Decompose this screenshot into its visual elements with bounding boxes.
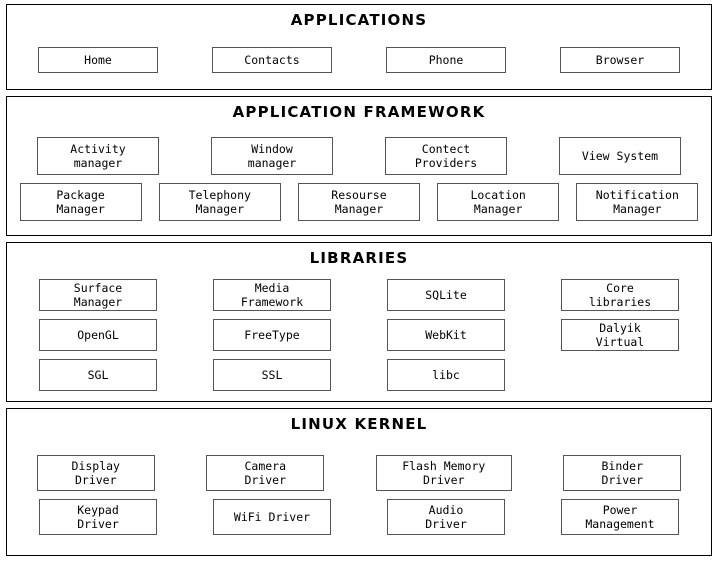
box-browser[interactable]: Browser [560,47,680,73]
box-phone[interactable]: Phone [386,47,506,73]
layer-title-application-framework: APPLICATION FRAMEWORK [232,103,486,121]
box-row: Activity manager Window manager Contect … [11,137,707,175]
layer-applications: APPLICATIONS Home Contacts Phone Browser [6,4,712,90]
box-contacts[interactable]: Contacts [212,47,332,73]
box-binder-driver[interactable]: Binder Driver [563,455,682,491]
layer-libraries: LIBRARIES Surface Manager Media Framewor… [6,242,712,402]
box-webkit[interactable]: WebKit [387,319,505,351]
box-audio-driver[interactable]: Audio Driver [387,499,505,535]
layer-linux-kernel: LINUX KERNEL Display Driver Camera Drive… [6,408,712,556]
box-opengl[interactable]: OpenGL [39,319,157,351]
box-surface-manager[interactable]: Surface Manager [39,279,157,311]
box-resource-manager[interactable]: Resourse Manager [297,183,420,221]
box-dalvik-virtual[interactable]: Dalyik Virtual [561,319,679,351]
box-content-providers[interactable]: Contect Providers [385,137,507,175]
box-keypad-driver[interactable]: Keypad Driver [39,499,157,535]
layer-rows-application-framework: Activity manager Window manager Contect … [7,123,711,235]
box-home[interactable]: Home [38,47,158,73]
layer-application-framework: APPLICATION FRAMEWORK Activity manager W… [6,96,712,236]
layer-rows-applications: Home Contacts Phone Browser [7,31,711,89]
box-package-manager[interactable]: Package Manager [19,183,142,221]
box-view-system[interactable]: View System [559,137,681,175]
layer-title-libraries: LIBRARIES [309,249,409,267]
box-row: OpenGL FreeType WebKit Dalyik Virtual [11,319,707,351]
box-camera-driver[interactable]: Camera Driver [206,455,325,491]
box-notification-manager[interactable]: Notification Manager [576,183,699,221]
box-wifi-driver[interactable]: WiFi Driver [213,499,331,535]
box-display-driver[interactable]: Display Driver [36,455,155,491]
box-ssl[interactable]: SSL [213,359,331,391]
box-row: SGL SSL libc [11,359,707,391]
box-location-manager[interactable]: Location Manager [437,183,560,221]
box-flash-memory-driver[interactable]: Flash Memory Driver [375,455,512,491]
layer-title-linux-kernel: LINUX KERNEL [290,415,428,433]
box-telephony-manager[interactable]: Telephony Manager [158,183,281,221]
box-activity-manager[interactable]: Activity manager [37,137,159,175]
box-row: Display Driver Camera Driver Flash Memor… [11,455,707,491]
box-libc[interactable]: libc [387,359,505,391]
layer-rows-libraries: Surface Manager Media Framework SQLite C… [7,269,711,401]
box-window-manager[interactable]: Window manager [211,137,333,175]
box-core-libraries[interactable]: Core libraries [561,279,679,311]
layer-rows-linux-kernel: Display Driver Camera Driver Flash Memor… [7,435,711,555]
box-power-management[interactable]: Power Management [561,499,679,535]
box-row: Keypad Driver WiFi Driver Audio Driver P… [11,499,707,535]
box-row: Home Contacts Phone Browser [11,47,707,73]
box-row: Surface Manager Media Framework SQLite C… [11,279,707,311]
box-freetype[interactable]: FreeType [213,319,331,351]
box-media-framework[interactable]: Media Framework [213,279,331,311]
box-sgl[interactable]: SGL [39,359,157,391]
layer-title-applications: APPLICATIONS [290,11,428,29]
box-sqlite[interactable]: SQLite [387,279,505,311]
box-row: Package Manager Telephony Manager Resour… [11,183,707,221]
